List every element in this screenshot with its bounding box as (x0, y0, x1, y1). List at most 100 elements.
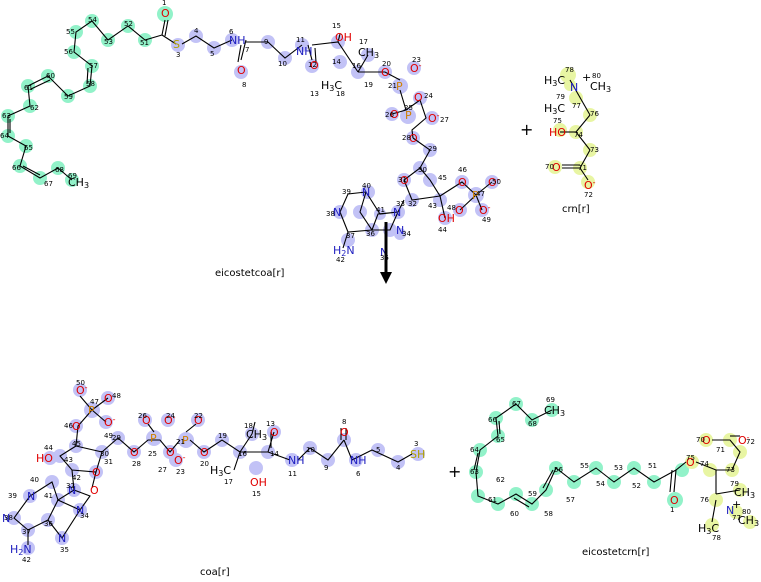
svg-text:O: O (455, 204, 464, 217)
svg-text:54: 54 (596, 480, 605, 488)
svg-text:CH3: CH3 (590, 80, 611, 94)
svg-text:61: 61 (24, 84, 33, 92)
svg-text:19: 19 (364, 81, 373, 89)
svg-text:O: O (161, 7, 170, 20)
svg-text:N: N (396, 224, 404, 237)
svg-text:20: 20 (200, 460, 209, 468)
svg-text:28: 28 (132, 460, 141, 468)
svg-text:O-: O- (164, 413, 176, 427)
svg-text:52: 52 (632, 482, 641, 490)
svg-text:25: 25 (404, 104, 413, 112)
svg-text:N: N (58, 532, 66, 545)
svg-text:O: O (670, 494, 679, 507)
svg-text:38: 38 (4, 514, 13, 522)
svg-text:73: 73 (590, 146, 599, 154)
svg-text:17: 17 (359, 38, 368, 46)
svg-text:14: 14 (332, 58, 341, 66)
svg-text:13: 13 (266, 420, 275, 428)
svg-text:O: O (92, 466, 101, 479)
svg-text:24: 24 (424, 92, 433, 100)
svg-text:48: 48 (112, 392, 121, 400)
svg-text:OH: OH (335, 31, 352, 44)
svg-text:40: 40 (30, 476, 39, 484)
svg-text:O-: O- (488, 175, 500, 189)
svg-text:6: 6 (356, 470, 361, 478)
svg-text:62: 62 (496, 476, 505, 484)
svg-text:32: 32 (408, 200, 417, 208)
svg-text:H3C: H3C (210, 464, 231, 478)
svg-text:42: 42 (22, 556, 31, 564)
svg-text:31: 31 (104, 458, 113, 466)
svg-text:O: O (552, 161, 561, 174)
svg-text:N: N (570, 81, 578, 94)
svg-text:1: 1 (670, 506, 674, 514)
svg-text:66: 66 (488, 416, 497, 424)
svg-text:24: 24 (166, 412, 175, 420)
svg-text:+: + (582, 71, 591, 84)
svg-text:23: 23 (176, 468, 185, 476)
svg-text:O-: O- (738, 433, 750, 447)
svg-text:59: 59 (528, 490, 537, 498)
svg-text:26: 26 (138, 412, 147, 420)
svg-text:41: 41 (44, 492, 53, 500)
crn-bonds (560, 79, 591, 181)
svg-text:3: 3 (176, 51, 180, 59)
svg-text:29: 29 (112, 434, 121, 442)
svg-text:53: 53 (614, 464, 623, 472)
svg-text:60: 60 (510, 510, 519, 518)
svg-text:38: 38 (326, 210, 335, 218)
svg-text:77: 77 (572, 102, 581, 110)
svg-text:76: 76 (700, 496, 709, 504)
svg-text:53: 53 (104, 38, 113, 46)
svg-text:8: 8 (342, 418, 346, 426)
eicostetcoa-bonds (7, 19, 493, 249)
svg-text:O: O (340, 426, 349, 439)
svg-text:16: 16 (238, 450, 247, 458)
svg-text:O-: O- (479, 203, 491, 217)
svg-text:37: 37 (346, 232, 355, 240)
svg-text:CH3: CH3 (738, 514, 759, 528)
svg-text:O: O (702, 434, 711, 447)
svg-text:H3C: H3C (321, 79, 342, 93)
svg-text:OH: OH (438, 212, 455, 225)
svg-text:17: 17 (224, 478, 233, 486)
svg-text:79: 79 (556, 93, 565, 101)
svg-text:58: 58 (86, 80, 95, 88)
plus-sign-products: + (448, 462, 462, 481)
svg-text:35: 35 (380, 254, 389, 262)
svg-text:22: 22 (194, 412, 203, 420)
svg-text:62: 62 (30, 104, 39, 112)
svg-text:N: N (362, 186, 370, 199)
coa-atoms: O- P O O- O HO O O P O O- O P O- O O CH3… (2, 383, 425, 557)
svg-text:O: O (130, 446, 139, 459)
svg-text:71: 71 (578, 164, 587, 172)
svg-text:44: 44 (44, 444, 53, 452)
svg-text:72: 72 (584, 191, 593, 199)
svg-text:O: O (414, 91, 423, 104)
svg-text:O: O (200, 446, 209, 459)
svg-text:27: 27 (440, 116, 449, 124)
svg-text:58: 58 (544, 510, 553, 518)
eicostetcrn-bonds (473, 403, 741, 523)
svg-text:68: 68 (55, 166, 64, 174)
svg-text:39: 39 (342, 188, 351, 196)
svg-text:H2N: H2N (333, 244, 355, 258)
svg-text:48: 48 (447, 204, 456, 212)
svg-text:57: 57 (566, 496, 575, 504)
svg-text:32: 32 (66, 482, 75, 490)
svg-text:64: 64 (470, 446, 479, 454)
svg-text:42: 42 (72, 474, 81, 482)
svg-text:O-: O- (410, 61, 422, 75)
coa-structure: O- P O O- O HO O O P O O- O P O- O O CH3… (2, 379, 425, 564)
svg-text:25: 25 (148, 450, 157, 458)
svg-text:78: 78 (712, 534, 721, 542)
svg-text:26: 26 (385, 111, 394, 119)
svg-text:CH3: CH3 (734, 486, 755, 500)
svg-text:36: 36 (366, 230, 375, 238)
svg-text:N: N (76, 504, 84, 517)
svg-text:46: 46 (64, 422, 73, 430)
svg-text:13: 13 (310, 90, 319, 98)
svg-text:9: 9 (264, 38, 268, 46)
svg-text:N: N (333, 206, 341, 219)
